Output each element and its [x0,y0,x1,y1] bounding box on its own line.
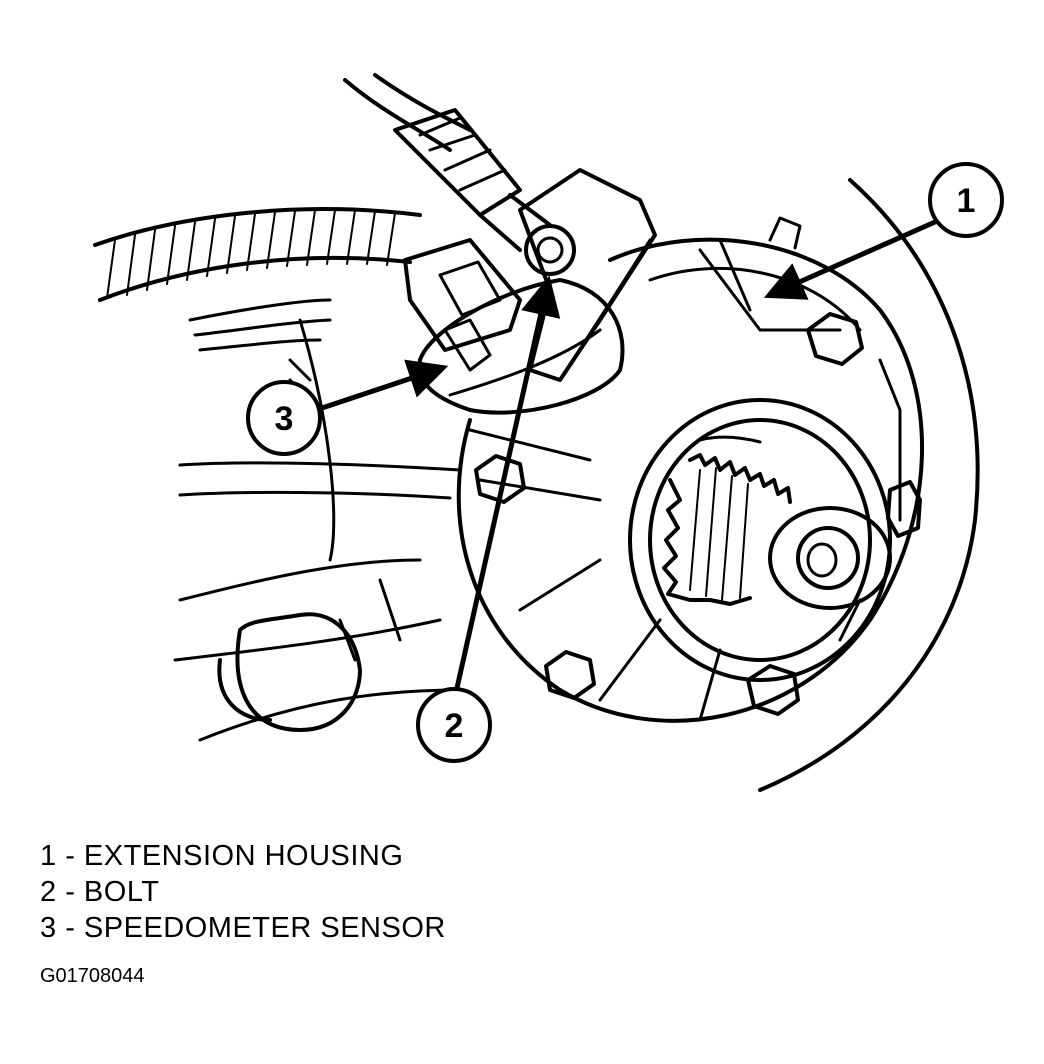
callout-1-leader [763,219,938,300]
flange-bolt [474,312,922,716]
legend-number: 1 [40,840,57,872]
output-seal [628,398,892,682]
legend-item-2: 2 - BOLT [40,874,446,910]
callout-3-number: 3 [275,400,294,438]
callout-1: 1 [928,162,1004,238]
legend-number: 3 [40,912,57,944]
bolt-head [524,224,576,276]
legend-separator: - [56,876,84,908]
legend-item-3: 3 - SPEEDOMETER SENSOR [40,910,446,946]
parts-legend: 1 - EXTENSION HOUSING 2 - BOLT 3 - SPEED… [40,838,446,946]
housing-tab [768,216,802,250]
callout-3-leader [319,359,449,411]
legend-item-1: 1 - EXTENSION HOUSING [40,838,446,874]
callout-1-number: 1 [957,182,976,220]
sensor-bracket [518,168,657,382]
figure-id: G01708044 [40,965,145,987]
callout-2-leader [454,275,561,691]
extension-housing [456,237,925,723]
transmission-illustration: 1 2 3 [93,73,1004,792]
callout-3: 3 [246,380,322,456]
legend-number: 2 [40,876,57,908]
callout-2-number: 2 [445,707,464,745]
wiring-harness [93,207,422,302]
output-shaft-splines [662,453,892,610]
sensor-connector [403,238,522,372]
legend-label: SPEEDOMETER SENSOR [83,912,446,944]
legend-label: BOLT [83,876,160,908]
transmission-case [173,298,462,742]
legend-separator: - [56,840,84,872]
outer-housing-arc [758,178,980,792]
sensor-cable [343,73,552,252]
lower-shaft-stub [217,612,362,732]
legend-separator: - [56,912,84,944]
callout-2: 2 [416,687,492,763]
legend-label: EXTENSION HOUSING [83,840,404,872]
